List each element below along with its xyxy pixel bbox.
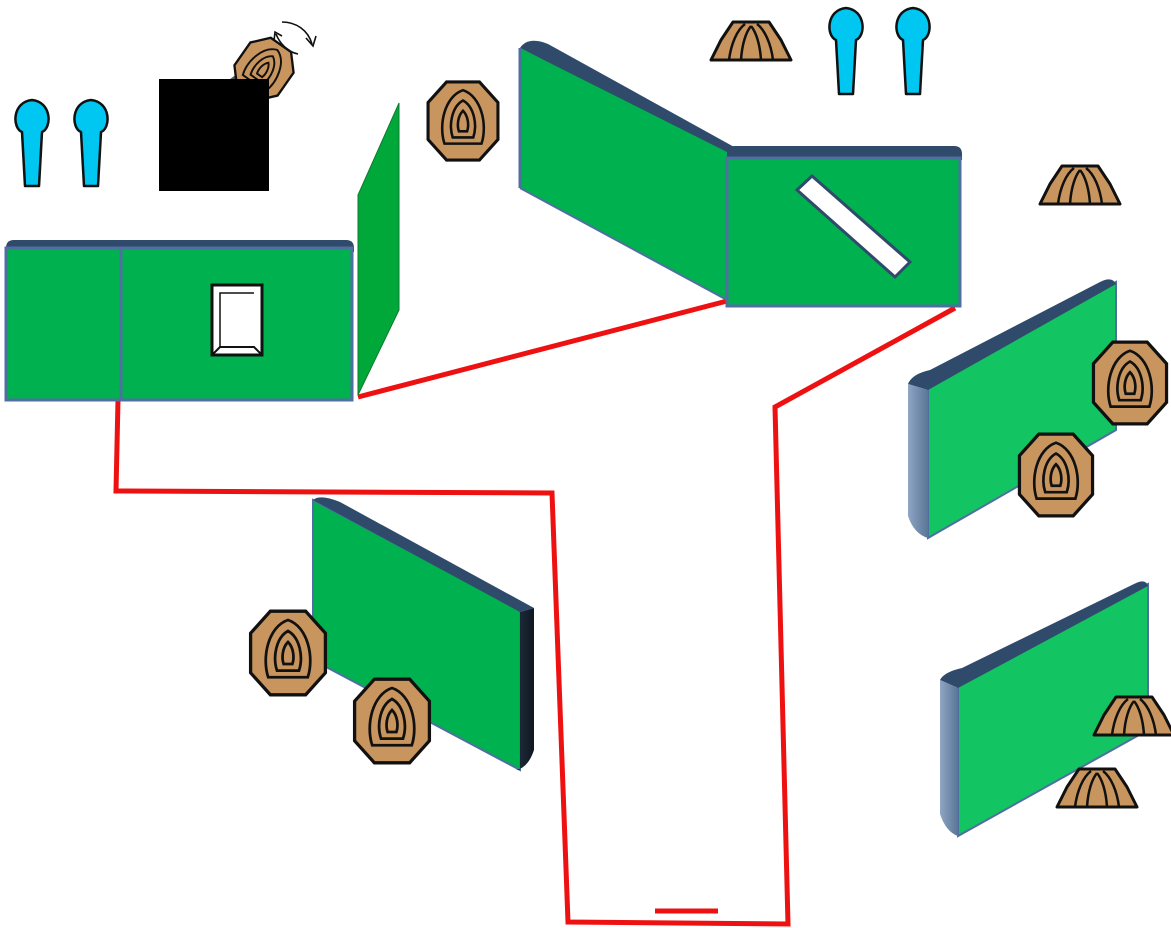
wall-right-lower [940, 581, 1149, 838]
steel-popper-icon [895, 6, 931, 96]
octagon-target-icon [1091, 340, 1169, 426]
wall-v-center [518, 40, 962, 308]
steel-popper-icon [828, 6, 864, 96]
fault-line-diagonal [357, 298, 728, 400]
rotate-arrow-icon [273, 21, 317, 55]
wall-center-left [312, 497, 534, 772]
wall-port-window [210, 283, 264, 357]
mini-popper-icon [709, 20, 793, 62]
octagon-target-icon [248, 609, 328, 697]
octagon-target-icon [352, 677, 432, 765]
mini-popper-icon [1038, 164, 1122, 206]
barrier-thin-angled [357, 102, 400, 396]
steel-popper-icon [14, 98, 50, 188]
no-shoot-black-square [159, 79, 269, 191]
wall-right-upper [908, 279, 1117, 540]
steel-popper-icon [73, 98, 109, 188]
wall-port-slanted [794, 173, 913, 280]
fault-lines [113, 298, 957, 927]
fault-line-left [113, 305, 957, 927]
octagon-target-icon [1017, 432, 1095, 518]
wall-left-front [4, 240, 354, 402]
swinger-group [159, 21, 317, 191]
octagon-target-icon [426, 80, 500, 162]
